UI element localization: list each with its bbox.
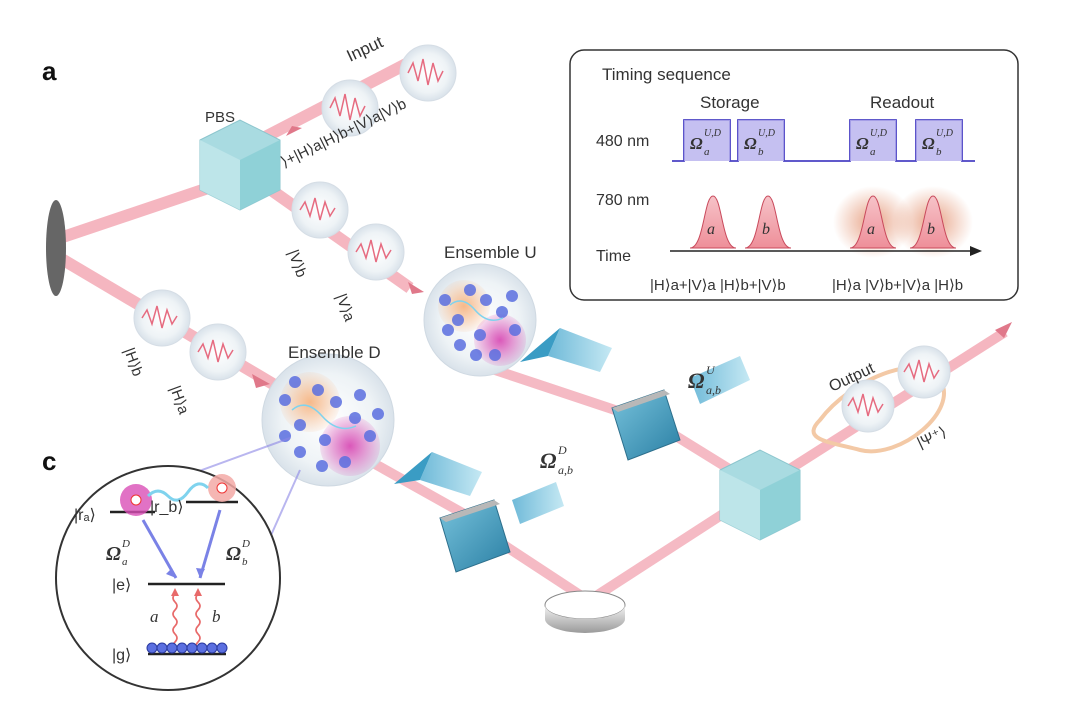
pulse-480-1-sub: a	[704, 146, 710, 158]
pulse-480-3-sub: a	[870, 146, 876, 158]
omega-u-sub: a,b	[706, 383, 721, 397]
level-rb-label: |r_b⟩	[150, 499, 184, 516]
output-cube	[719, 449, 801, 541]
ensemble-u-label: Ensemble U	[444, 243, 537, 262]
pulse-480-4-sub: b	[936, 146, 942, 158]
readout-state-label: |H⟩a |V⟩b+|V⟩a |H⟩b	[832, 277, 963, 294]
omega-a-sup: D	[121, 538, 130, 550]
time-axis-arrow	[970, 246, 982, 256]
omega-u-symbol: Ω	[688, 368, 705, 393]
pulse-480-2-main: Ω	[744, 134, 757, 153]
rydberg-core-a	[130, 494, 142, 506]
omega-b-symbol: Ω	[226, 543, 241, 565]
ensemble-u	[423, 263, 537, 377]
photon-b-arrow	[195, 593, 201, 651]
mirror-d	[439, 499, 511, 573]
panel-a-letter: a	[42, 56, 57, 86]
left-mirror	[46, 200, 66, 296]
pulse-480-3-main: Ω	[856, 134, 869, 153]
omega-b-arrow	[198, 509, 222, 579]
h-b-label: |H⟩b	[120, 346, 146, 379]
pulse-480-1-main: Ω	[690, 134, 703, 153]
omega-d-symbol: Ω	[540, 448, 557, 473]
photon-780-4-label: b	[927, 221, 935, 238]
photon-a-arrow	[172, 593, 178, 651]
pulse-train-480	[672, 119, 975, 162]
mirror-u	[611, 389, 681, 461]
level-diagram	[110, 474, 238, 656]
photon-780-2-label: b	[762, 221, 770, 238]
nm480-label: 480 nm	[596, 133, 649, 150]
level-g-label: |g⟩	[112, 647, 131, 664]
storage-label: Storage	[700, 93, 760, 112]
rydberg-core-b	[216, 482, 228, 494]
photon-780-3-label: a	[867, 221, 875, 238]
omega-d-sup: D	[557, 443, 567, 457]
ensemble-d-label: Ensemble D	[288, 343, 381, 362]
bottom-mirror	[544, 590, 626, 633]
control-beam-u	[520, 328, 750, 404]
pulse-480-3	[850, 120, 896, 161]
pulse-480-1	[684, 120, 730, 161]
omega-a-arrow	[141, 519, 178, 579]
output-state: |Ψ⁺⟩	[915, 423, 950, 451]
transition-b-label: b	[212, 607, 221, 626]
pbs-label: PBS	[205, 109, 235, 126]
omega-b-sup: D	[241, 538, 250, 550]
photon-780-1	[689, 195, 737, 249]
omega-b-sub: b	[242, 556, 248, 568]
readout-label: Readout	[870, 93, 935, 112]
level-ra-label: |rₐ⟩	[74, 507, 96, 524]
level-e-label: |e⟩	[112, 577, 131, 594]
pulse-480-3-sup: U,D	[870, 128, 888, 139]
pbs-cube	[199, 119, 281, 211]
time-label: Time	[596, 248, 631, 265]
pulse-480-1-sup: U,D	[704, 128, 722, 139]
pulse-480-4-sup: U,D	[936, 128, 954, 139]
pulse-480-4-main: Ω	[922, 134, 935, 153]
v-b-label: |V⟩b	[284, 248, 310, 280]
output-photons	[811, 322, 1012, 454]
v-photons	[291, 181, 424, 294]
timing-box	[569, 49, 1019, 301]
ensemble-d	[261, 353, 395, 487]
photon-780-3	[849, 195, 897, 249]
omega-a-symbol: Ω	[106, 543, 121, 565]
omega-a-sub: a	[122, 556, 128, 568]
omega-d-sub: a,b	[558, 463, 573, 477]
control-beam-d	[394, 452, 564, 524]
pulse-480-2	[738, 120, 784, 161]
level-diagram-circle	[55, 465, 281, 691]
pulse-480-2-sub: b	[758, 146, 764, 158]
omega-u-sup: U	[706, 363, 716, 377]
v-a-label: |V⟩a	[332, 292, 358, 325]
pulse-480-labels: Ω a U,D Ω b U,D Ω a U,D Ω b U,D	[690, 128, 954, 158]
input-label: Input	[344, 32, 387, 65]
pulse-480-2-sup: U,D	[758, 128, 776, 139]
photon-780-4	[909, 195, 957, 249]
interaction-wave	[146, 482, 210, 502]
transition-a-label: a	[150, 607, 159, 626]
nm780-label: 780 nm	[596, 192, 649, 209]
photon-780-1-label: a	[707, 221, 715, 238]
photon-780-2	[744, 195, 792, 249]
input-photons	[286, 44, 457, 137]
timing-title: Timing sequence	[602, 65, 731, 84]
h-a-label: |H⟩a	[166, 384, 192, 418]
panel-c-letter: c	[42, 446, 56, 476]
pulse-480-4	[916, 120, 962, 161]
h-photons	[133, 289, 270, 388]
ground-atoms	[146, 642, 228, 654]
storage-state-label: |H⟩a+|V⟩a |H⟩b+|V⟩b	[650, 277, 786, 294]
photons-780: a b a b	[689, 186, 973, 258]
